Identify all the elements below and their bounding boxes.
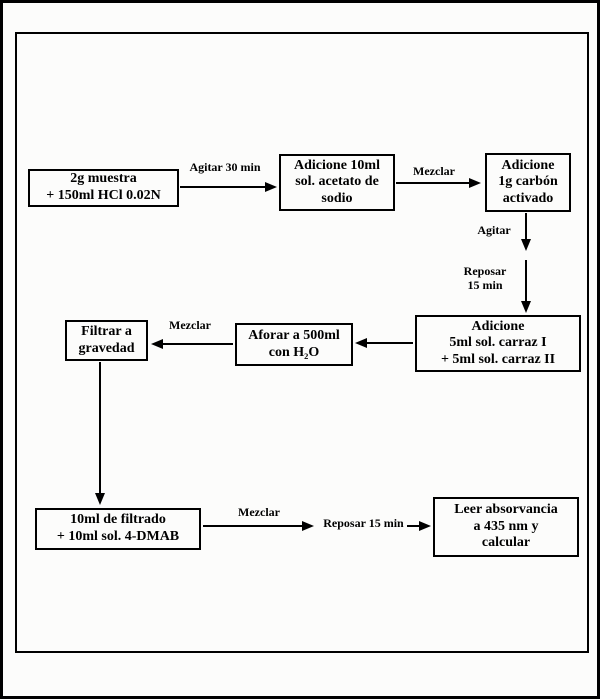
label-reposar-15min-1: Reposar 15 min <box>463 264 507 292</box>
node-carraz: Adicione 5ml sol. carraz I + 5ml sol. ca… <box>415 315 581 372</box>
node-acetato-sodio: Adicione 10ml sol. acetato de sodio <box>279 154 395 211</box>
node-aforar-500ml: Aforar a 500ml con H₂O <box>235 323 353 366</box>
label-mezclar-3: Mezclar <box>238 505 280 519</box>
node-filtrar-gravedad: Filtrar a gravedad <box>65 320 148 361</box>
label-agitar-30min: Agitar 30 min <box>189 160 261 174</box>
node-muestra-hcl: 2g muestra + 150ml HCl 0.02N <box>28 169 179 207</box>
label-agitar: Agitar <box>477 223 511 237</box>
diagram-border <box>15 32 589 653</box>
label-mezclar-2: Mezclar <box>169 318 211 332</box>
node-filtrado-dmab: 10ml de filtrado + 10ml sol. 4-DMAB <box>35 508 201 550</box>
node-carbon-activado: Adicione 1g carbón activado <box>485 153 571 212</box>
node-leer-absorvancia: Leer absorvancia a 435 nm y calcular <box>433 497 579 557</box>
label-mezclar-1: Mezclar <box>413 164 455 178</box>
label-reposar-15min-2: Reposar 15 min <box>323 516 404 530</box>
